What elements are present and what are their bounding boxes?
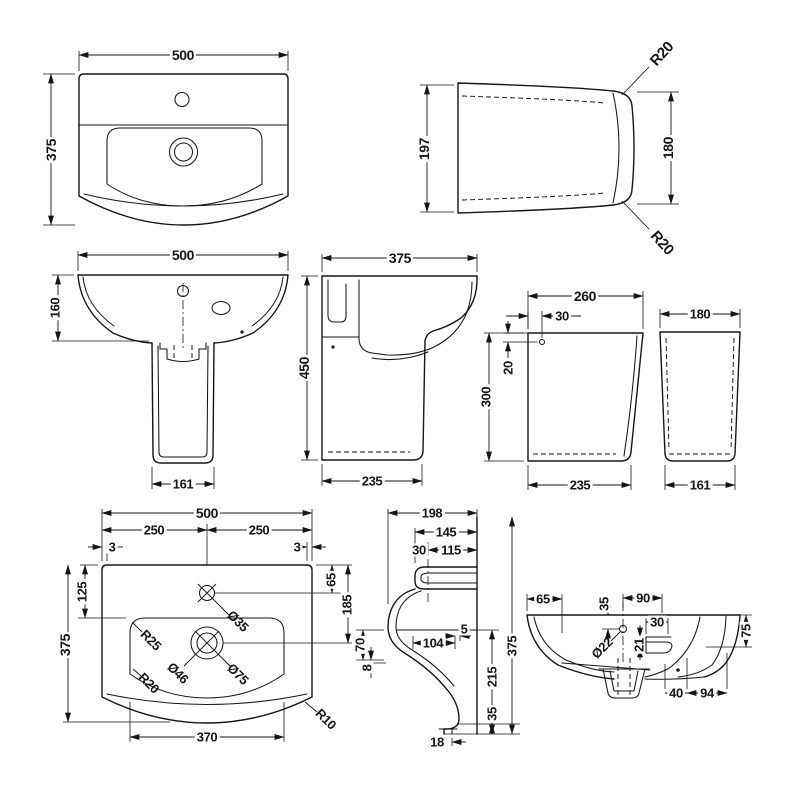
dim-plan-drain-setback: 185 — [339, 592, 355, 618]
dim-front-rim-height: 160 — [47, 295, 63, 321]
dim-front-pedestal-width: 161 — [170, 476, 196, 492]
dim-fsection-offset-65: 65 — [534, 591, 552, 607]
top-view-drawing — [43, 51, 288, 225]
dim-section-offset-115: 115 — [439, 542, 463, 558]
dim-section-height-215: 215 — [484, 664, 500, 690]
front-view-drawing — [52, 251, 288, 489]
dim-plan-half-right: 250 — [246, 522, 272, 538]
dim-plan-tap-offset: 65 — [323, 571, 339, 589]
dim-pedestal-hole-offset: 30 — [553, 308, 571, 324]
dim-section-depth: 198 — [419, 505, 445, 521]
dim-section-rim-depth: 145 — [433, 524, 459, 540]
side-view-drawing — [301, 254, 477, 486]
dim-pedestal-base-width: 161 — [687, 477, 713, 493]
dim-plan-half-left: 250 — [141, 522, 167, 538]
dim-top-view-width: 500 — [169, 47, 197, 63]
dim-plan-tap-setback: 125 — [74, 579, 90, 605]
dim-fsection-drop-75: 75 — [738, 622, 754, 640]
dim-fsection-offset-40: 40 — [667, 685, 685, 701]
dim-section-bowl-depth: 104 — [420, 635, 446, 651]
dim-fsection-slot-width: 30 — [648, 614, 666, 630]
dim-section-height-8: 8 — [359, 662, 375, 674]
front-section-drawing — [527, 594, 752, 698]
dim-plan-edge-right: 3 — [291, 539, 303, 555]
rim-profile-drawing — [420, 67, 679, 229]
dim-pedestal-height: 300 — [478, 384, 494, 410]
dim-section-height-70: 70 — [352, 636, 368, 654]
dim-pedestal-top-depth: 260 — [571, 288, 599, 304]
dim-section-height-35: 35 — [484, 705, 500, 723]
dim-section-offset-30: 30 — [410, 542, 428, 558]
dim-fsection-drop-35: 35 — [596, 595, 612, 613]
dim-rim-front-height: 180 — [660, 134, 676, 162]
dim-pedestal-top-width: 180 — [687, 306, 713, 322]
dim-fsection-offset-94: 94 — [698, 685, 716, 701]
dim-plan-width: 500 — [193, 505, 221, 521]
dim-fsection-slot-height: 21 — [631, 636, 647, 654]
dim-top-view-depth: 375 — [43, 136, 59, 164]
dim-pedestal-base-depth: 235 — [567, 477, 593, 493]
dim-rim-back-height: 197 — [416, 135, 432, 163]
dim-plan-bowl-width: 370 — [194, 729, 220, 745]
dim-section-outlet-18: 18 — [428, 734, 446, 750]
dim-plan-depth: 375 — [57, 631, 73, 659]
dim-side-pedestal-depth: 235 — [359, 473, 385, 489]
dim-side-height: 450 — [296, 354, 312, 382]
dim-pedestal-hole-drop: 20 — [500, 359, 516, 377]
dim-section-gap-5: 5 — [458, 621, 470, 637]
dim-plan-edge-left: 3 — [106, 539, 118, 555]
pedestal-front-drawing — [660, 309, 740, 490]
dim-side-depth: 375 — [386, 250, 414, 266]
dim-fsection-offset-90: 90 — [634, 590, 652, 606]
dim-front-width: 500 — [169, 247, 197, 263]
dim-section-height-375: 375 — [504, 633, 520, 659]
